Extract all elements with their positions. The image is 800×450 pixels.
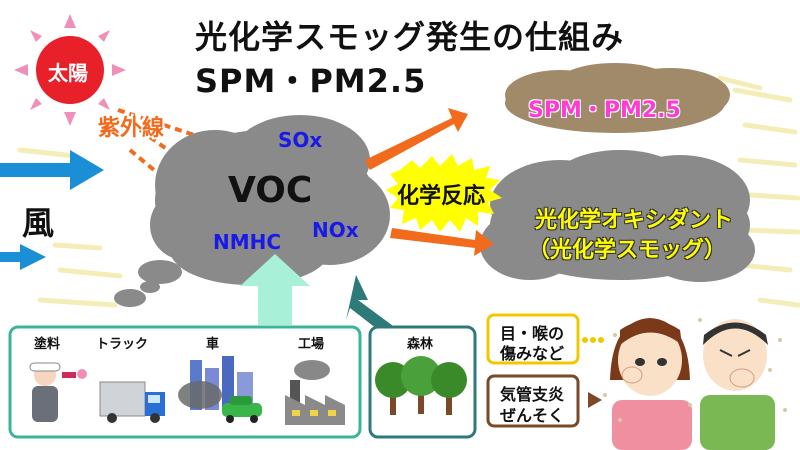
forest-icon xyxy=(375,356,467,415)
reaction-label: 化学反応 xyxy=(397,184,486,209)
voc-label: VOC xyxy=(228,170,313,211)
car-icon xyxy=(178,356,262,423)
truck-icon xyxy=(99,381,165,423)
source-label-truck: トラック xyxy=(96,337,149,352)
eye-throat-line1: 目・喉の xyxy=(500,324,565,343)
voc-cloud xyxy=(150,115,390,285)
person-man-icon xyxy=(700,319,775,450)
forest-label: 森林 xyxy=(407,337,434,352)
asthma-box xyxy=(486,374,580,428)
source-label-factory: 工場 xyxy=(298,337,325,352)
person-woman-icon xyxy=(610,318,692,450)
sox-label: SOx xyxy=(278,128,323,152)
uv-label: 紫外線 xyxy=(98,116,165,141)
wind-label: 風 xyxy=(22,204,55,242)
asthma-pointer xyxy=(588,392,602,408)
sun-icon xyxy=(14,14,126,126)
asthma-line1: 気管支炎 xyxy=(500,385,565,404)
sources-box xyxy=(8,325,362,439)
oxidant-label-line1: 光化学オキシダント xyxy=(535,208,734,233)
spm-label: SPM・PM2.5 xyxy=(528,98,681,123)
sun-label: 太陽 xyxy=(48,61,88,85)
source-up-arrow xyxy=(240,254,310,325)
wind-streaks xyxy=(17,75,800,308)
eye-throat-pointer xyxy=(582,337,604,343)
spm-cloud xyxy=(505,63,730,133)
reaction-arrows xyxy=(365,108,494,256)
small-smoke-puffs xyxy=(114,260,182,307)
oxidant-cloud xyxy=(480,150,755,282)
nox-label: NOx xyxy=(312,218,359,242)
nmhc-label: NMHC xyxy=(213,230,282,254)
title-line1: 光化学スモッグ発生の仕組み xyxy=(195,18,625,56)
title-line2: SPM・PM2.5 xyxy=(195,62,427,100)
eye-throat-box xyxy=(486,313,580,365)
painter-icon xyxy=(29,362,87,422)
eye-throat-line2: 傷みなど xyxy=(500,344,565,363)
asthma-line2: ぜんそく xyxy=(500,406,565,425)
factory-icon xyxy=(285,360,345,425)
wind-arrows xyxy=(0,150,104,270)
source-label-car: 車 xyxy=(206,337,220,352)
reaction-burst xyxy=(386,154,502,232)
dust-particles xyxy=(603,318,787,422)
oxidant-label-line2: （光化学スモッグ） xyxy=(528,238,727,263)
source-label-paint: 塗料 xyxy=(34,337,61,352)
